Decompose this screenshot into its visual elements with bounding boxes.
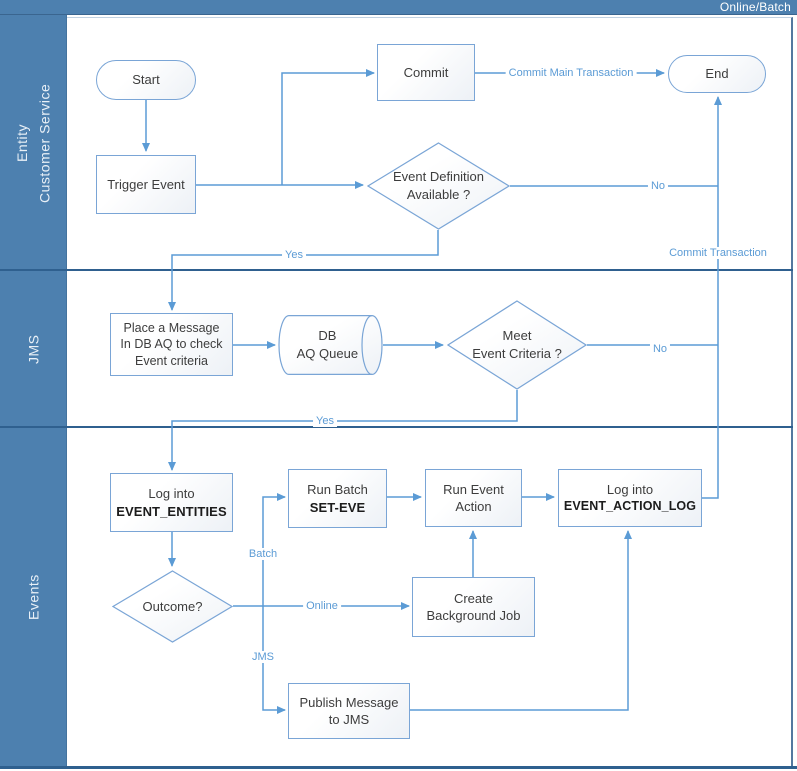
node-run-batch-line1: Run Batch <box>307 482 368 498</box>
node-log-event-entities-line2: EVENT_ENTITIES <box>116 503 227 519</box>
node-log-event-entities: Log into EVENT_ENTITIES <box>110 473 233 532</box>
node-place-message: Place a Message In DB AQ to check Event … <box>110 313 233 376</box>
node-end: End <box>668 55 766 93</box>
node-outcome-label: Outcome? <box>142 598 203 614</box>
node-log-event-action-log: Log into EVENT_ACTION_LOG <box>558 469 702 527</box>
node-db-aq-queue-label: DB AQ Queue <box>296 328 359 361</box>
node-trigger-event: Trigger Event <box>96 155 196 214</box>
diagram-title: Online/Batch <box>719 0 791 14</box>
edge-label-commit-main-transaction: Commit Main Transaction <box>505 67 637 79</box>
node-meet-event-criteria: Meet Event Criteria ? <box>447 300 587 390</box>
diagram-title-bar: Online/Batch <box>0 0 797 15</box>
edge-label-yes-1: Yes <box>282 249 306 261</box>
diagram-canvas <box>67 17 793 766</box>
node-create-background-job: Create Background Job <box>412 577 535 637</box>
diamond-shape <box>112 570 233 643</box>
lane-divider-2 <box>0 426 793 428</box>
edge-logaction-to-end <box>702 96 722 499</box>
node-meet-event-criteria-label: Meet Event Criteria ? <box>472 328 562 361</box>
diamond-shape <box>367 142 510 230</box>
cylinder-shape <box>278 315 383 375</box>
edge-eventdef-yes-to-placemsg <box>168 230 439 311</box>
edge-label-jms: JMS <box>249 651 277 663</box>
edge-meet-yes-to-logentities <box>168 390 518 471</box>
node-outcome: Outcome? <box>112 570 233 643</box>
edge-label-batch: Batch <box>245 548 281 560</box>
edge-label-yes-2: Yes <box>313 415 337 427</box>
node-start: Start <box>96 60 196 100</box>
node-run-batch-line2: SET-EVE <box>309 499 366 515</box>
node-log-event-entities-line1: Log into <box>148 486 195 502</box>
diamond-shape <box>447 300 587 390</box>
swimlane-sidebar: Entity Customer Service JMS Events <box>0 15 67 766</box>
node-event-definition-available: Event Definition Available ? <box>367 142 510 230</box>
lane-divider-1 <box>0 269 793 271</box>
node-publish-message-jms: Publish Message to JMS <box>288 683 410 739</box>
node-log-event-action-log-line1: Log into <box>606 482 654 498</box>
edge-outcome-jms-to-publish <box>262 606 286 714</box>
edge-publish-to-logaction <box>410 530 632 711</box>
edge-label-commit-transaction: Commit Transaction <box>666 247 770 259</box>
edge-label-no-2: No <box>649 343 671 355</box>
node-commit: Commit <box>377 44 475 101</box>
node-log-event-action-log-line2: EVENT_ACTION_LOG <box>563 499 697 514</box>
edge-label-no-1: No <box>647 180 669 192</box>
edge-outcome-batch-to-runbatch <box>262 493 286 606</box>
node-db-aq-queue: DB AQ Queue <box>278 315 383 375</box>
node-run-batch: Run Batch SET-EVE <box>288 469 387 528</box>
edge-label-online: Online <box>303 600 341 612</box>
diagram-bottom-border <box>0 766 797 769</box>
node-event-definition-label: Event Definition Available ? <box>392 169 485 202</box>
node-run-event-action: Run Event Action <box>425 469 522 527</box>
edge-trigger-to-commit <box>281 69 375 185</box>
